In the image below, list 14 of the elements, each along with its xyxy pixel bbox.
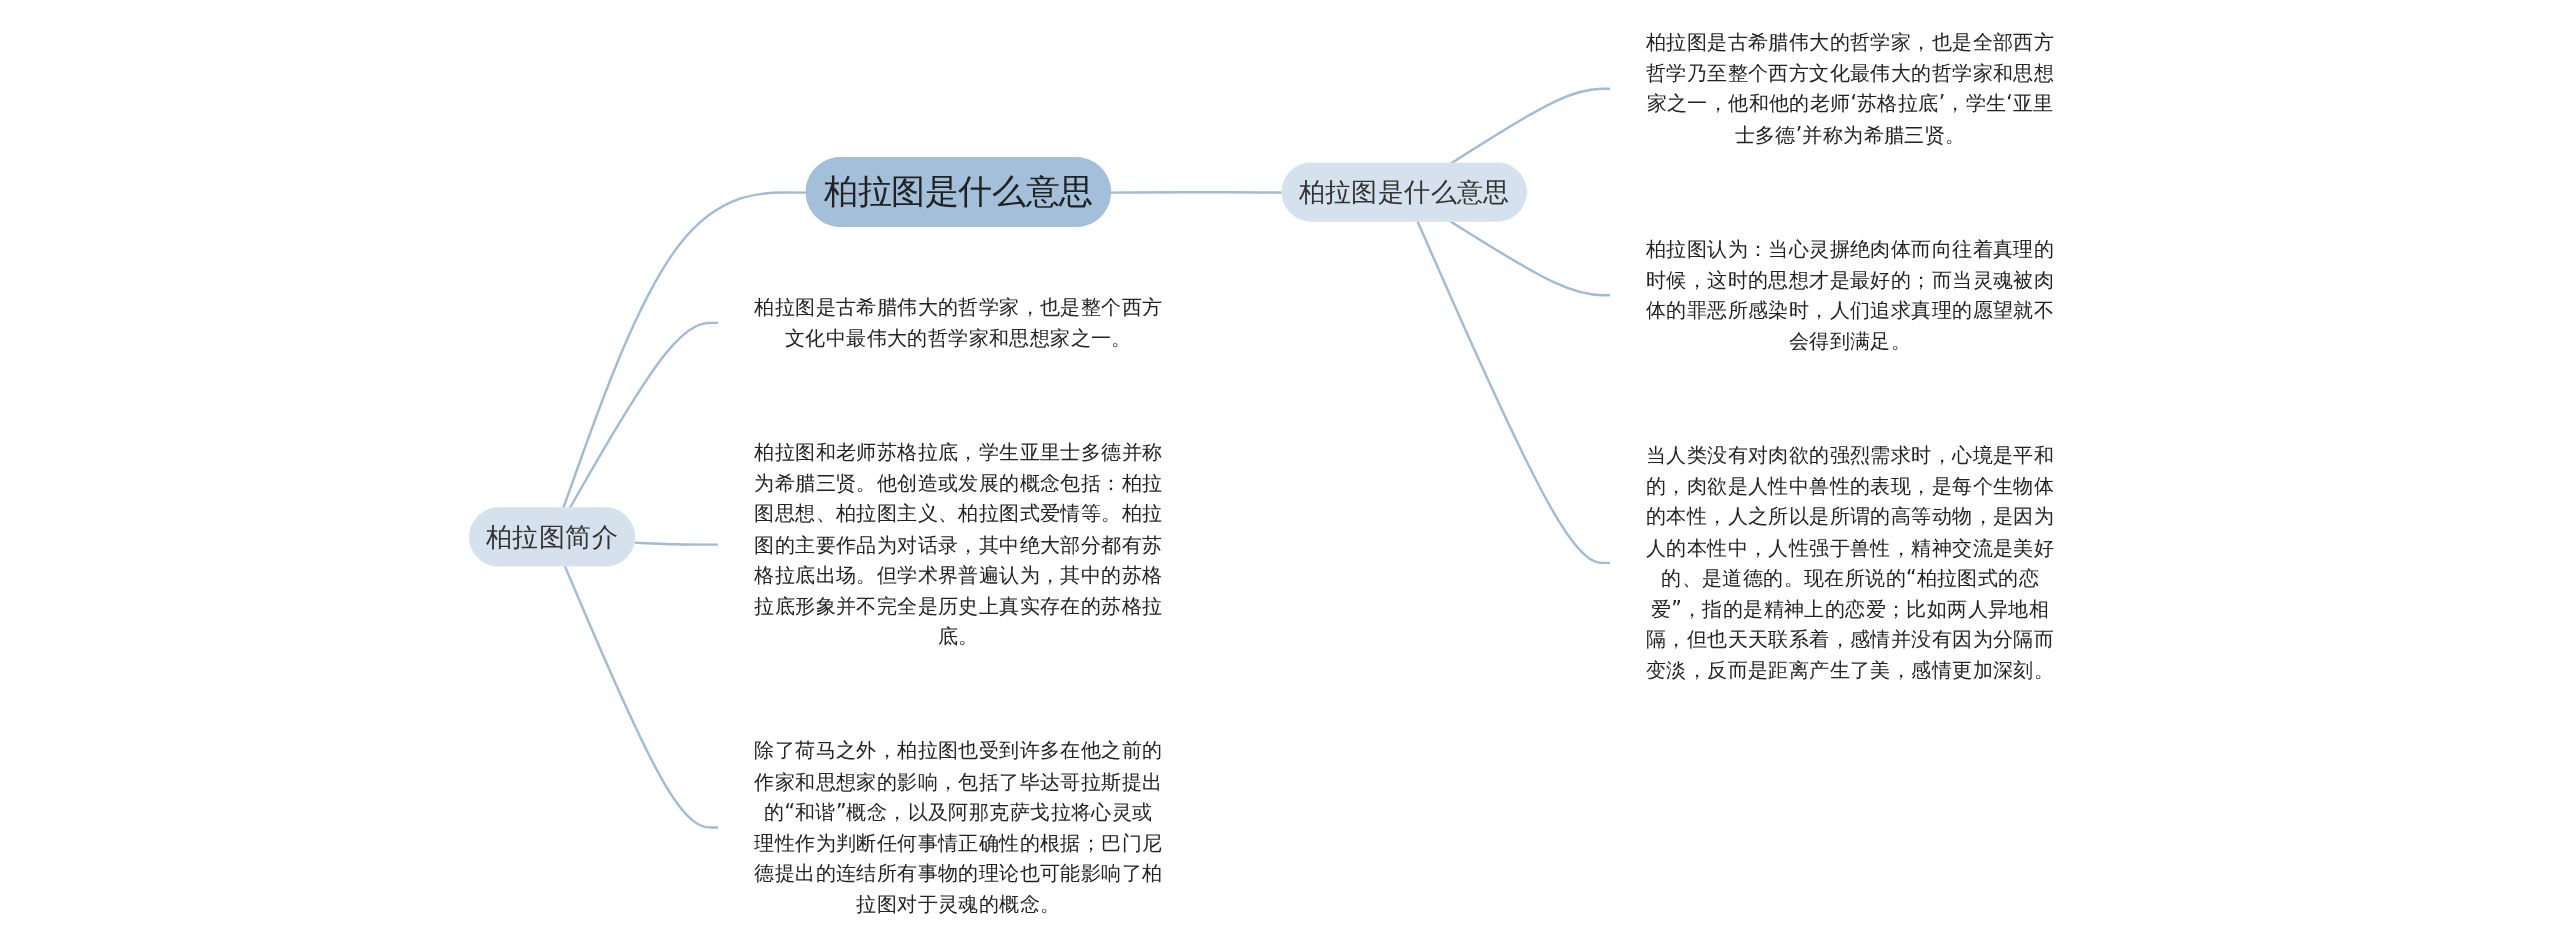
node-text: 当人类没有对肉欲的强烈需求时，心境是平和的，肉欲是人性中兽性的表现，是每个生物体的本性，人之所以是所谓的高等动物，是因为人的本性中，人性强于兽性，精神交流是美好的、是道德的。现在所说的“柏拉图式的恋爱”，指的是精神上的恋爱；比如两人异地相隔，但也天天联系着，感情并没有因为分隔而变淡，反而是距离产生了美，感情更加深刻。 bbox=[1646, 442, 2055, 682]
node-text: 柏拉图和老师苏格拉底，学生亚里士多德并称为希腊三贤。他创造或发展的概念包括：柏拉图思想、柏拉图主义、柏拉图式爱情等。柏拉图的主要作品为对话录，其中绝大部分都有苏格拉底出场。但学术界普遍认为，其中的苏格拉底形象并不完全是历史上真实存在的苏格拉底。 bbox=[754, 439, 1163, 648]
node-text: 除了荷马之外，柏拉图也受到许多在他之前的作家和思想家的影响，包括了毕达哥拉斯提出的“和谐”概念，以及阿那克萨戈拉将心灵或理性作为判断任何事情正确性的根据；巴门尼德提出的连结所有事物的理论也可能影响了柏拉图对于灵魂的概念。 bbox=[754, 738, 1163, 916]
connector bbox=[1110, 191, 1283, 194]
connector bbox=[561, 191, 807, 510]
connector bbox=[563, 565, 719, 829]
node-text: 柏拉图是古希腊伟大的哲学家，也是整个西方文化中最伟大的哲学家和思想家之一。 bbox=[754, 294, 1163, 350]
connector bbox=[568, 321, 719, 510]
connector bbox=[1449, 87, 1611, 165]
node-text: 柏拉图是古希腊伟大的哲学家，也是全部西方哲学乃至整个西方文化最伟大的哲学家和思想家之一，他和他的老师‘苏格拉底’，学生‘亚里士多德’并称为希腊三贤。 bbox=[1646, 30, 2055, 146]
connector bbox=[1416, 220, 1611, 565]
connector bbox=[634, 541, 719, 546]
connector bbox=[1449, 220, 1611, 297]
node-text: 柏拉图认为：当心灵摒绝肉体而向往着真理的时候，这时的思想才是最好的；而当灵魂被肉体的罪恶所感染时，人们追求真理的愿望就不会得到满足。 bbox=[1646, 236, 2055, 353]
